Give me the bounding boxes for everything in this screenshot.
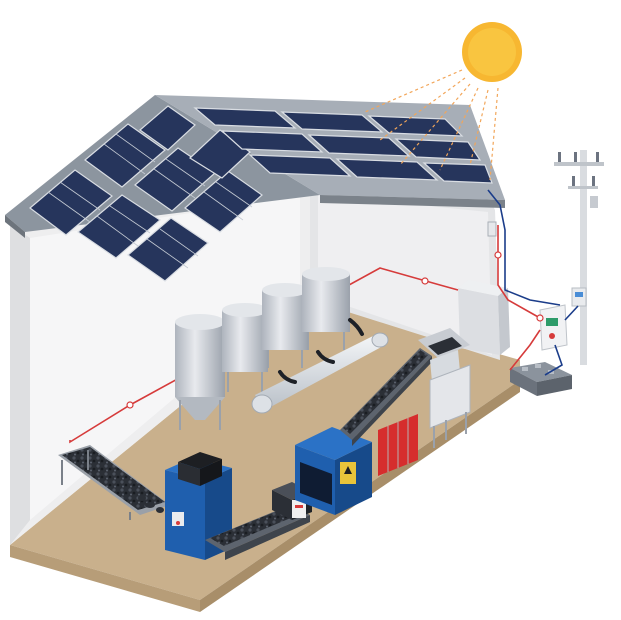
tank-1 [175, 314, 225, 430]
inverter [539, 304, 568, 351]
solar-roof-array-left [29, 105, 263, 282]
sun-icon [462, 22, 522, 82]
tank-3 [262, 283, 308, 368]
grid-meter [571, 287, 587, 307]
crusher-housing [295, 427, 372, 515]
pipes [251, 318, 389, 414]
tank-4 [302, 267, 350, 350]
wire-blue [487, 189, 579, 376]
inclined-conveyor [340, 348, 432, 446]
small-switch-box [487, 221, 497, 237]
distribution-cabinet [458, 280, 510, 355]
output-conveyor [205, 505, 310, 560]
solar-roof-array-right [193, 107, 493, 184]
storage-tanks [175, 267, 350, 430]
crusher-hopper [418, 328, 471, 448]
sun-rays [364, 69, 499, 181]
tank-2 [222, 303, 268, 392]
red-guard-panel [378, 414, 418, 476]
coal-pieces [138, 495, 164, 513]
battery-bank [510, 362, 572, 396]
utility-pole [554, 150, 604, 365]
